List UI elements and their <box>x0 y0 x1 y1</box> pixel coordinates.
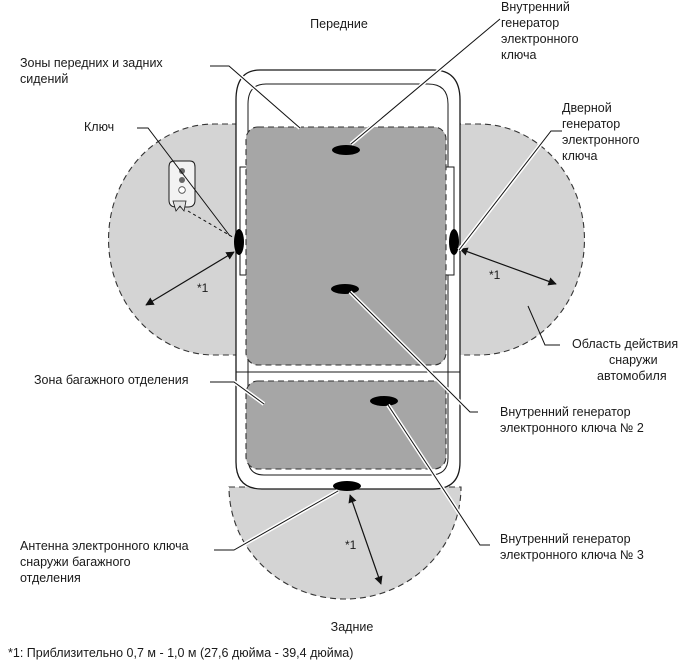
left-exterior-detection-zone <box>108 123 239 356</box>
seat-zones-label: Зоны передних и задних сидений <box>20 56 166 86</box>
interior-generator-3-label: Внутренний генератор электронного ключа … <box>500 532 644 562</box>
right-door-generator <box>449 229 459 255</box>
front-label: Передние <box>310 17 368 31</box>
vehicle-inner-outline <box>247 83 449 476</box>
luggage-antenna-label: Антенна электронного ключа снаружи багаж… <box>20 539 192 585</box>
rear-range-marker: *1 <box>345 538 357 552</box>
footnote: *1: Приблизительно 0,7 м - 1,0 м (27,6 д… <box>8 646 353 660</box>
interior-generator-1-label: Внутренний генератор электронного ключа <box>501 0 582 62</box>
interior-generator-2 <box>331 284 359 294</box>
leader-lines <box>137 17 562 552</box>
seat-detection-zone <box>245 126 447 366</box>
right-exterior-detection-zone <box>454 123 585 356</box>
rear-exterior-detection-zone <box>228 486 462 600</box>
left-range-arrow <box>145 251 235 306</box>
exterior-area-label: Область действия снаружи автомобиля <box>572 337 682 383</box>
smart-key-fob <box>168 160 196 212</box>
rear-label: Задние <box>331 620 374 634</box>
interior-generator-front <box>332 145 360 155</box>
luggage-zone-label: Зона багажного отделения <box>34 373 189 387</box>
key-label: Ключ <box>84 120 114 134</box>
interior-generator-3 <box>370 396 398 406</box>
right-range-marker: *1 <box>489 268 501 282</box>
left-range-marker: *1 <box>197 281 209 295</box>
interior-generator-2-label: Внутренний генератор электронного ключа … <box>500 405 644 435</box>
luggage-exterior-antenna <box>333 481 361 491</box>
left-door-generator <box>234 229 244 255</box>
right-range-arrow <box>459 247 557 286</box>
door-generator-label: Дверной генератор электронного ключа <box>562 101 643 163</box>
luggage-detection-zone <box>245 380 447 470</box>
rear-range-arrow <box>348 494 383 585</box>
